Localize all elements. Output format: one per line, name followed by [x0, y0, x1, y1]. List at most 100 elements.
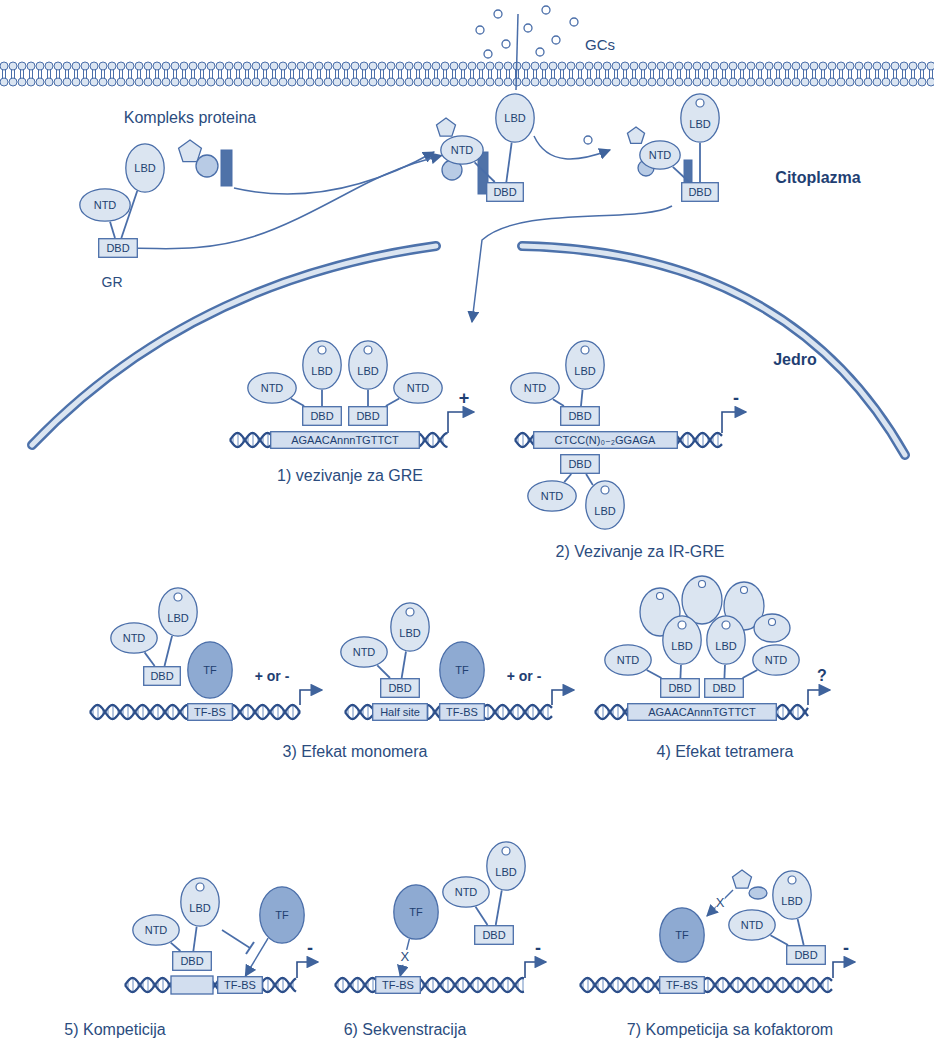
lipid-tail	[581, 70, 582, 78]
lipid-head	[90, 78, 98, 86]
lipid-head	[450, 62, 458, 70]
promoter-arrow	[448, 412, 474, 433]
lipid-head	[243, 62, 251, 70]
lipid-tail	[650, 70, 651, 78]
lipid-tail	[284, 70, 285, 78]
lipid-head	[549, 62, 557, 70]
receptor-domain-label: NTD	[649, 149, 672, 162]
lipid-head	[270, 62, 278, 70]
glucocorticoid	[502, 40, 510, 48]
dna-rung	[723, 978, 724, 992]
dna-rung	[293, 705, 294, 719]
lipid-head	[900, 62, 908, 70]
lipid-head	[162, 62, 170, 70]
lipid-head	[765, 62, 773, 70]
receptor-domain: LBD	[486, 841, 526, 891]
dna-binding-domain-outline	[99, 239, 138, 258]
receptor-domain: NTD	[393, 372, 443, 404]
binding-site: Half site	[372, 703, 428, 721]
dna-strand	[580, 978, 832, 992]
lipid-head	[63, 62, 71, 70]
binding-site: TF-BS	[375, 976, 421, 994]
lipid-head	[405, 78, 413, 86]
lipid-tail	[119, 70, 120, 78]
lipid-tail	[731, 70, 732, 78]
lipid-head	[432, 78, 440, 86]
response-element-outline	[628, 704, 777, 721]
lipid-head	[522, 62, 530, 70]
lipid-tail	[371, 70, 372, 78]
receptor-domain-outline	[681, 94, 719, 142]
receptor-domain-label: LBD	[399, 627, 420, 640]
domain-linker	[402, 651, 406, 678]
lipid-tail	[146, 70, 147, 78]
lipid-head	[324, 78, 332, 86]
lipid-head	[18, 78, 26, 86]
receptor-domain-label: NTD	[617, 654, 640, 667]
transcription-factor: TF	[259, 886, 305, 944]
dna-rung	[798, 978, 799, 992]
block-mark: X	[716, 896, 725, 911]
transcription-factor-outline	[260, 887, 304, 943]
lipid-tail	[851, 70, 852, 78]
transcription-factor-outline	[394, 885, 438, 939]
dna-rung	[173, 705, 174, 719]
lipid-head	[927, 62, 934, 70]
lipid-tail	[644, 70, 645, 78]
dna-rung	[433, 433, 434, 447]
dna-binding-domain-label: DBD	[388, 682, 411, 695]
edge-label: X	[398, 950, 411, 964]
receptor-domain: LBD	[585, 480, 625, 530]
lipid-tail	[68, 70, 69, 78]
domain-linker	[724, 665, 726, 678]
lipid-tail	[167, 70, 168, 78]
binding-site-label: Half site	[380, 706, 420, 719]
receptor-domain-outline	[111, 623, 157, 653]
lipid-head	[801, 62, 809, 70]
lipid-head	[423, 62, 431, 70]
dna-rung	[268, 433, 269, 447]
lipid-tail	[473, 70, 474, 78]
lipid-tail	[344, 70, 345, 78]
lipid-tail	[830, 70, 831, 78]
dna-rung	[448, 978, 449, 992]
dna-binding-domain-outline	[787, 946, 826, 965]
lipid-tail	[239, 70, 240, 78]
receptor-domain-label: LBD	[167, 612, 188, 625]
dna-binding-domain-label: DBD	[180, 955, 203, 968]
ligand-path	[516, 14, 518, 90]
domain-linker	[291, 399, 304, 406]
lipid-head	[135, 78, 143, 86]
lipid-tail	[635, 70, 636, 78]
lipid-tail	[749, 70, 750, 78]
lipid-head	[684, 62, 692, 70]
dna-rung	[708, 978, 709, 992]
dna-rung	[783, 978, 784, 992]
lipid-head	[576, 62, 584, 70]
binding-site-outline	[188, 704, 233, 721]
lipid-tail	[41, 70, 42, 78]
lipid-head	[189, 78, 197, 86]
lipid-head	[819, 62, 827, 70]
lipid-tail	[527, 70, 528, 78]
response-element: AGAACAnnnTGTTCT	[627, 703, 777, 721]
glucocorticoid	[476, 26, 484, 34]
lipid-tail	[353, 70, 354, 78]
chaperone-protein	[196, 155, 218, 177]
lipid-head	[396, 78, 404, 86]
lipid-head	[324, 62, 332, 70]
dna-helix	[580, 978, 832, 992]
dna-binding-domain-label: DBD	[668, 682, 691, 695]
lipid-tail	[398, 70, 399, 78]
binding-site-label: TF-BS	[194, 706, 226, 719]
lipid-tail	[857, 70, 858, 78]
receptor-domain-label: LBD	[311, 365, 332, 378]
lipid-tail	[767, 70, 768, 78]
lipid-tail	[155, 70, 156, 78]
lipid-head	[486, 62, 494, 70]
dna-binding-domain-label: DBD	[688, 186, 711, 199]
domain-linker	[743, 670, 758, 678]
lipid-tail	[815, 70, 816, 78]
effect-sign: ?	[817, 667, 827, 685]
dna-rung	[433, 978, 434, 992]
